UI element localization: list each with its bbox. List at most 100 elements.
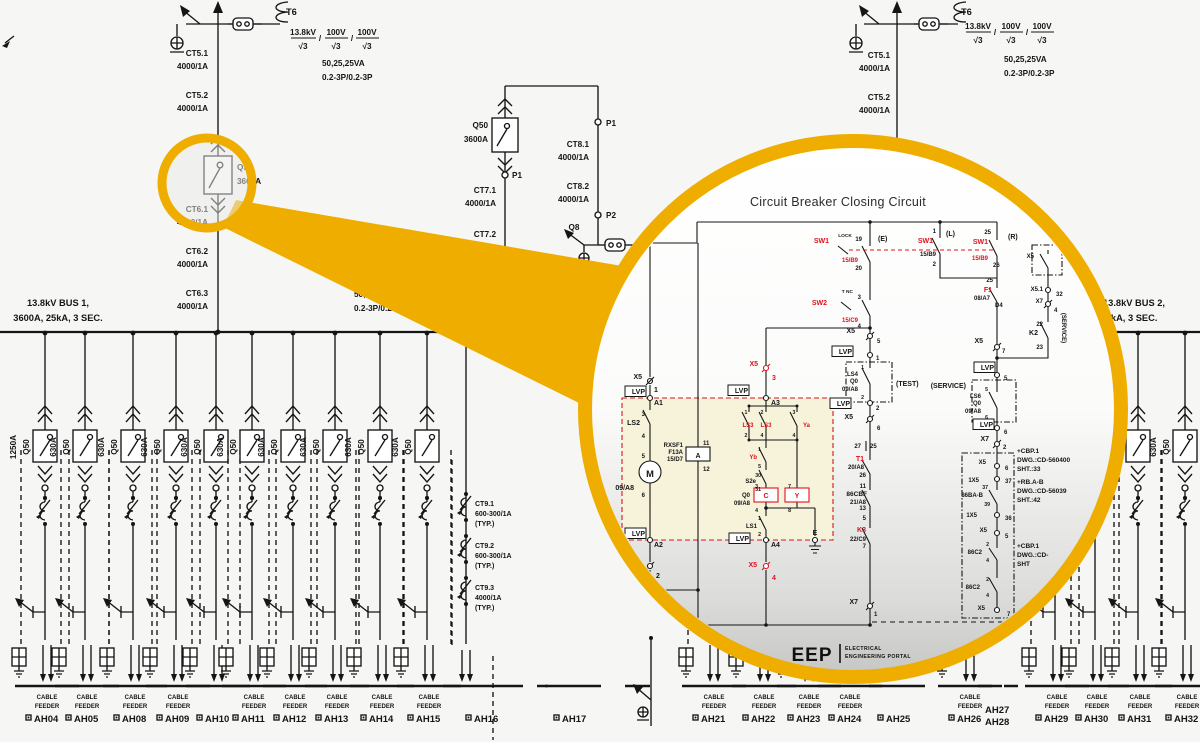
bus2-label-line2: 3600A, 25kA, 3 SEC. — [1068, 313, 1157, 323]
closing-circuit-label: 2 — [1003, 445, 1007, 451]
closing-circuit-label: 3 — [858, 295, 862, 301]
closing-circuit-label: LS6 — [970, 394, 982, 400]
closing-circuit-label: 2 — [986, 542, 989, 548]
bus1-label-line2: 3600A, 25kA, 3 SEC. — [13, 313, 102, 323]
diagram-label: / — [994, 28, 997, 37]
closing-circuit-label: 4 — [986, 593, 989, 599]
diagram-label: CT5.1 — [186, 49, 209, 58]
feeder-label: FEEDER — [1128, 704, 1153, 710]
closing-circuit-label: X5 — [846, 328, 855, 335]
feeder-label: AH09 — [165, 714, 189, 725]
closing-circuit-label: 15/B9 — [920, 252, 937, 258]
closing-circuit-label: S2e — [745, 479, 756, 485]
closing-circuit-label: 5 — [863, 516, 867, 522]
eep-logo: EEP ELECTRICAL ENGINEERING PORTAL — [791, 644, 911, 666]
closing-circuit-label: 1 — [933, 229, 937, 235]
feeder-label: Q50 — [62, 439, 71, 455]
closing-circuit-label: 1 — [874, 612, 878, 618]
closing-circuit-label: 86C2 — [968, 550, 983, 556]
feeder-label: CABLE — [1087, 695, 1108, 701]
feeder-label: AH26 — [957, 714, 981, 725]
feeder-label: AH05 — [74, 714, 99, 725]
feeder-label: FEEDER — [752, 704, 777, 710]
closing-circuit-label: LS1 — [746, 524, 758, 530]
closing-circuit-label: 26 — [859, 473, 866, 479]
feeder-label: AH10 — [205, 714, 229, 725]
feeder-label: AH29 — [1044, 714, 1068, 725]
feeder-label: AH28 — [985, 717, 1009, 728]
diagram-label: 4000/1A — [475, 595, 501, 602]
closing-circuit-label: 22 — [1036, 322, 1043, 328]
diagram-label: √3 — [973, 36, 982, 45]
closing-circuit-label: LS4 — [847, 372, 859, 378]
closing-circuit-label: (L) — [946, 231, 955, 238]
closing-circuit-label: Q0 — [973, 401, 982, 407]
closing-circuit-label: A1 — [654, 400, 663, 407]
diagram-label: 100V — [1032, 22, 1052, 31]
feeder-label: FEEDER — [242, 704, 267, 710]
diagram-label: √3 — [1037, 36, 1046, 45]
closing-circuit-label: E — [813, 530, 818, 537]
diagram-label: CT5.2 — [868, 93, 891, 102]
diagram-label: 4000/1A — [177, 260, 208, 269]
feeder-label: CABLE — [1130, 695, 1151, 701]
closing-circuit-label: 7 — [1007, 612, 1011, 618]
diagram-label: √3 — [362, 42, 371, 51]
closing-circuit-label: Ya — [803, 423, 811, 429]
feeder-label: Q50 — [22, 439, 31, 455]
closing-circuit-label: 4 — [755, 508, 758, 514]
feeder-label: 630A — [1149, 437, 1158, 457]
feeder-label: CABLE — [285, 695, 306, 701]
diagram-label: Q50 — [473, 121, 489, 130]
diagram-label: 0.2-3P/0.2-3P — [354, 304, 405, 313]
closing-circuit-label: LS3 — [742, 423, 754, 429]
closing-circuit-label: 4 — [1054, 308, 1058, 314]
closing-circuit-label: 13 — [859, 506, 866, 512]
closing-circuit-label: 5 — [985, 387, 988, 393]
closing-circuit-label: M — [646, 469, 654, 479]
feeder-label: Q50 — [229, 439, 238, 455]
closing-circuit-label: 3 — [793, 410, 796, 416]
feeder-label: 630A — [140, 437, 149, 457]
closing-circuit-label: X5 — [748, 562, 757, 569]
closing-circuit-label: X7 — [1036, 299, 1044, 305]
feeder-label: FEEDER — [1175, 704, 1200, 710]
closing-circuit-label: LVP — [837, 401, 850, 408]
diagram-label: 600-300/1A — [475, 553, 512, 560]
closing-circuit-label: 1 — [654, 387, 658, 394]
closing-circuit-label: K3 — [857, 527, 866, 534]
feeder-bay-AH17: AH17 — [545, 684, 601, 725]
closing-circuit-label: 5 — [877, 339, 881, 345]
feeder-label: FEEDER — [958, 704, 983, 710]
closing-circuit-label: 39 — [984, 502, 990, 508]
closing-circuit-wiring — [638, 220, 1063, 627]
feeder-label: CABLE — [799, 695, 820, 701]
bus2-label-line1: 13.8kV BUS 2, — [1103, 298, 1165, 308]
closing-circuit-label: F1 — [984, 287, 992, 294]
closing-circuit-label: 11 — [703, 441, 710, 447]
closing-circuit-label: X5 — [633, 374, 642, 381]
closing-circuit-label: X5 — [844, 414, 853, 421]
closing-circuit-label: Y — [795, 493, 800, 500]
closing-circuit-label: T NC — [842, 289, 854, 295]
diagram-label: Q8 — [569, 223, 580, 232]
diagram-label: 0.2-3P/0.2-3P — [322, 73, 373, 82]
closing-circuit-label: 2 — [861, 395, 864, 401]
diagram-label: 4000/1A — [177, 62, 208, 71]
diagram-label: √3 — [1006, 36, 1015, 45]
closing-circuit-label: SHT.:33 — [1017, 466, 1041, 473]
diagram-label: 100V — [326, 28, 346, 37]
feeder-label: 630A — [180, 437, 189, 457]
eep-logo-abbr: EEP — [791, 645, 832, 666]
closing-circuit-label: 25 — [984, 230, 991, 236]
closing-circuit-label: 19 — [855, 237, 862, 243]
feeder-label: 1250A — [9, 435, 18, 459]
closing-circuit-label: RXSF1 — [664, 443, 684, 449]
closing-circuit-labels: X51LVPA13LS245M09/A86RXSF1F13A15/D711A12… — [615, 229, 1070, 618]
feeder-label: CABLE — [840, 695, 861, 701]
diagram-label: / — [319, 34, 322, 43]
